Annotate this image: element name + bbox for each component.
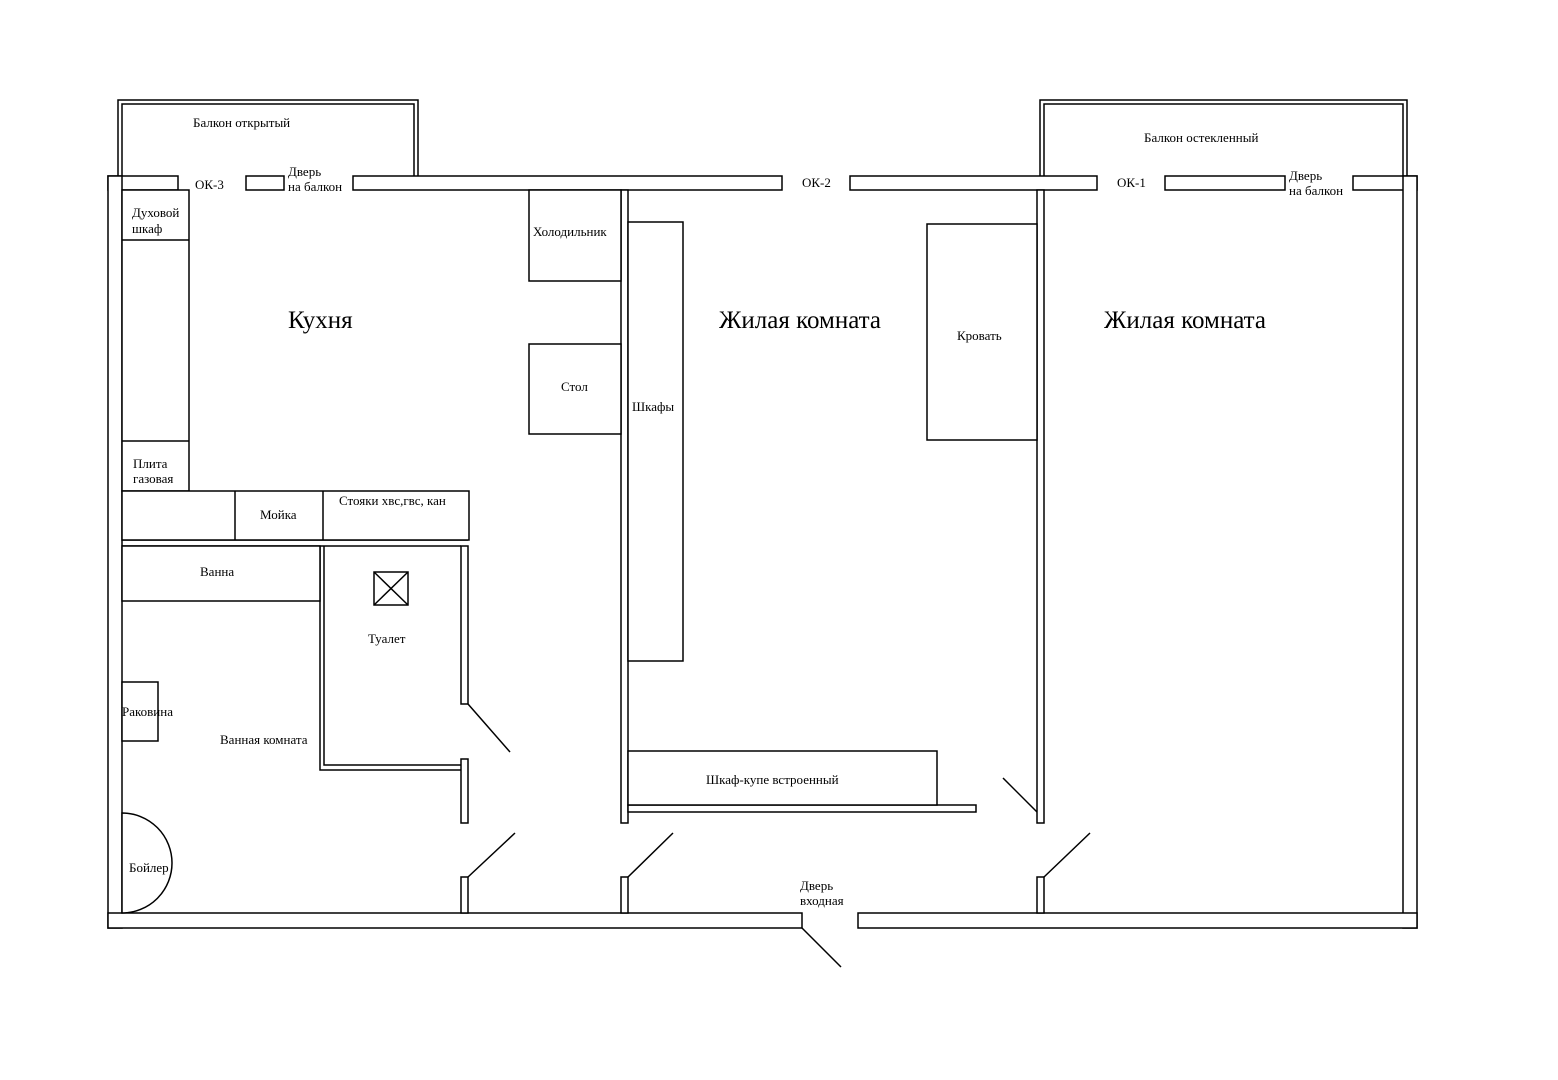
label-risers: Стояки хвс,гвс, кан (339, 493, 446, 508)
living-middle-door (1002, 777, 1038, 813)
top-wall-segment (1164, 175, 1286, 191)
right-wall (1402, 175, 1418, 929)
room-label-balcony-glazed: Балкон остекленный (1144, 130, 1258, 145)
doors (467, 703, 1091, 968)
bathtub (121, 545, 321, 602)
partition-bath-hall-stub (460, 876, 469, 914)
toilet-door (467, 703, 511, 753)
label-window-2: ОК-2 (802, 175, 831, 190)
kitchen-counter-bottom (121, 490, 470, 541)
room-label-toilet: Туалет (368, 631, 406, 646)
label-bed: Кровать (957, 328, 1002, 343)
label-stove-1: Плита (133, 456, 168, 471)
bottom-wall-left (107, 912, 803, 929)
room-label-balcony-open: Балкон открытый (193, 115, 290, 130)
wardrobes (627, 221, 684, 662)
room-label-living-middle: Жилая комната (719, 307, 881, 334)
label-entrance-2: входная (800, 893, 844, 908)
exterior-walls (107, 175, 1418, 929)
living-right-door (1043, 832, 1091, 878)
label-entrance-1: Дверь (800, 878, 833, 893)
label-table: Стол (561, 379, 588, 394)
partition-bath-hall-top (460, 545, 469, 705)
label-washbasin: Раковина (122, 704, 173, 719)
washbasin (121, 681, 159, 742)
label-window-1: ОК-1 (1117, 175, 1146, 190)
top-wall-segment (245, 175, 285, 191)
room-label-kitchen: Кухня (288, 307, 353, 334)
kitchen-door (627, 832, 674, 878)
built-in-closet (627, 750, 938, 806)
label-stove-2: газовая (133, 471, 173, 486)
kitchen-furniture (121, 189, 622, 541)
bottom-wall-right (857, 912, 1418, 929)
label-balcony-door-right-2: на балкон (1289, 183, 1343, 198)
balcony-open (117, 99, 419, 176)
bathroom-fixtures (121, 545, 409, 914)
label-balcony-door-right-1: Дверь (1289, 168, 1322, 183)
fridge (528, 189, 622, 282)
label-fridge: Холодильник (533, 224, 607, 239)
label-boiler: Бойлер (129, 860, 169, 875)
living-furniture (627, 221, 1038, 806)
entrance-door (801, 927, 842, 968)
ventilation-shaft-icon (373, 571, 409, 606)
label-bathtub: Ванна (200, 564, 234, 579)
partition-kitchen-living (620, 189, 629, 824)
top-wall-segment (352, 175, 783, 191)
label-wardrobes: Шкафы (632, 399, 674, 414)
bathroom-door (467, 832, 516, 878)
balcony-glazed (1039, 99, 1408, 176)
partition-living-living (1036, 189, 1045, 824)
label-oven-1: Духовой (132, 205, 179, 220)
label-kitchen-sink: Мойка (260, 507, 297, 522)
room-label-living-right: Жилая комната (1104, 307, 1266, 334)
bed (926, 223, 1038, 441)
left-wall (107, 175, 123, 929)
label-balcony-door-left-1: Дверь (288, 164, 321, 179)
partition-bath-hall-mid (460, 758, 469, 824)
partition-living-living-stub (1036, 876, 1045, 914)
label-balcony-door-left-2: на балкон (288, 179, 342, 194)
partition-kitchen-living-stub (620, 876, 629, 914)
label-closet: Шкаф-купе встроенный (706, 772, 839, 787)
label-window-3: ОК-3 (195, 177, 224, 192)
room-label-bathroom: Ванная комната (220, 732, 308, 747)
boiler (121, 812, 173, 914)
kitchen-table (528, 343, 622, 435)
top-wall-segment (849, 175, 1098, 191)
label-oven-2: шкаф (132, 221, 162, 236)
closet-front-wall (627, 804, 977, 813)
